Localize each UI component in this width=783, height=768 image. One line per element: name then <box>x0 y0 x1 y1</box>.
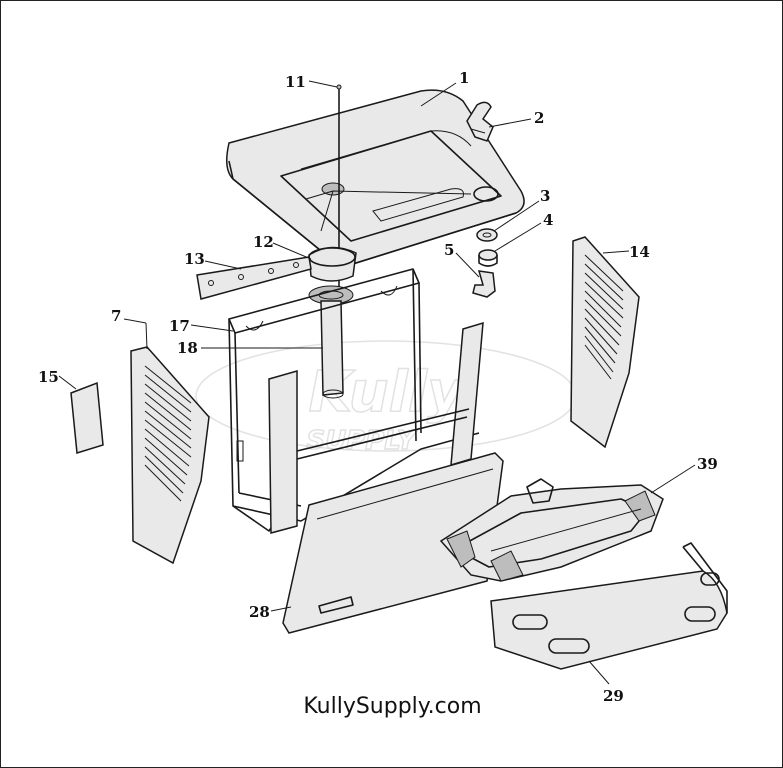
callout-11: 11 <box>285 73 306 91</box>
callout-3: 3 <box>540 187 550 205</box>
callout-14: 14 <box>629 243 650 261</box>
watermark: Kully SUPPLY <box>195 340 577 457</box>
part-15-label <box>70 381 104 454</box>
callout-4: 4 <box>543 211 553 229</box>
part-5-elbow-fitting <box>472 270 496 298</box>
callout-15: 15 <box>38 368 59 386</box>
callout-1: 1 <box>459 69 469 87</box>
callout-28: 28 <box>249 603 270 621</box>
site-name: KullySupply.com <box>303 694 482 719</box>
callout-labels: 11 1 2 3 4 5 12 13 14 7 15 17 18 39 28 2… <box>38 69 718 705</box>
leader-lines <box>58 80 696 685</box>
part-39-tray <box>439 478 664 582</box>
callout-39: 39 <box>697 455 718 473</box>
part-4-nut <box>478 249 498 267</box>
part-12-drain <box>308 246 357 305</box>
part-2-push-button <box>466 101 494 142</box>
part-14-right-side-panel <box>570 236 640 449</box>
callout-7: 7 <box>111 307 121 325</box>
callout-17: 17 <box>169 317 190 335</box>
callout-13: 13 <box>184 250 205 268</box>
callout-18: 18 <box>177 339 198 357</box>
part-17-cabinet-frame <box>228 268 484 534</box>
watermark-supply: SUPPLY <box>306 426 418 456</box>
callout-29: 29 <box>603 687 624 705</box>
part-29-kick-panel <box>490 542 728 670</box>
callout-2: 2 <box>534 109 544 127</box>
part-7-left-side-panel <box>130 346 210 565</box>
part-18-drain-tube <box>320 300 344 399</box>
part-28-front-panel <box>282 452 504 634</box>
part-13-bracket <box>196 256 312 300</box>
part-3-washer <box>476 228 498 242</box>
callout-12: 12 <box>253 233 274 251</box>
callout-5: 5 <box>444 241 454 259</box>
